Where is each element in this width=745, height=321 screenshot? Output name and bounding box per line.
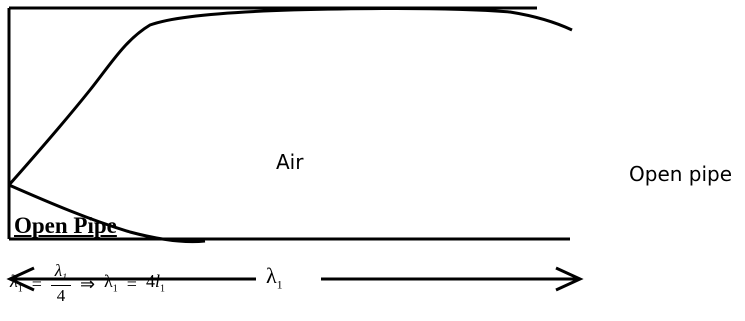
- fraction-bar: [50, 284, 71, 287]
- formula-rhs-lambda-sub: 1: [112, 283, 118, 295]
- wavelength-symbol: λ: [266, 263, 277, 288]
- formula-implies: ⇒: [79, 273, 96, 294]
- wavelength-arrow-right-head: [555, 266, 584, 292]
- fraction-numerator-symbol: λ: [54, 261, 63, 280]
- formula-equals-1: =: [31, 273, 42, 294]
- medium-label: Air: [276, 150, 304, 174]
- formula-fraction: λ1 4: [50, 262, 71, 306]
- wavelength-formula: λ1 = λ1 4 ⇒ λ1 = 4l1: [10, 262, 165, 305]
- formula-equals-2: =: [126, 273, 137, 294]
- fraction-denominator: 4: [56, 286, 66, 306]
- wavelength-arrow-left-head: [6, 266, 35, 292]
- side-label: Open pipe: [629, 162, 733, 186]
- formula-rhs-length: 4l1: [146, 272, 165, 295]
- wavelength-label: λ1: [266, 263, 283, 292]
- fraction-numerator-sub: 1: [62, 272, 68, 284]
- diagram-title: Open Pipe: [14, 213, 117, 238]
- formula-rhs-lambda: λ1: [104, 272, 118, 295]
- wave-upper-curve: [7, 6, 573, 186]
- fraction-numerator: λ1: [55, 262, 67, 284]
- wave-lower-curve: [8, 183, 206, 244]
- formula-length-symbol: l: [154, 271, 160, 292]
- formula-lhs-symbol: λ: [10, 271, 18, 292]
- formula-coef: 4: [145, 271, 155, 292]
- formula-length-sub: 1: [159, 283, 165, 295]
- wavelength-subscript: 1: [276, 277, 283, 292]
- formula-rhs-lambda-symbol: λ: [104, 271, 113, 292]
- formula-lhs: λ1: [10, 272, 23, 295]
- formula-lhs-sub: 1: [17, 283, 23, 295]
